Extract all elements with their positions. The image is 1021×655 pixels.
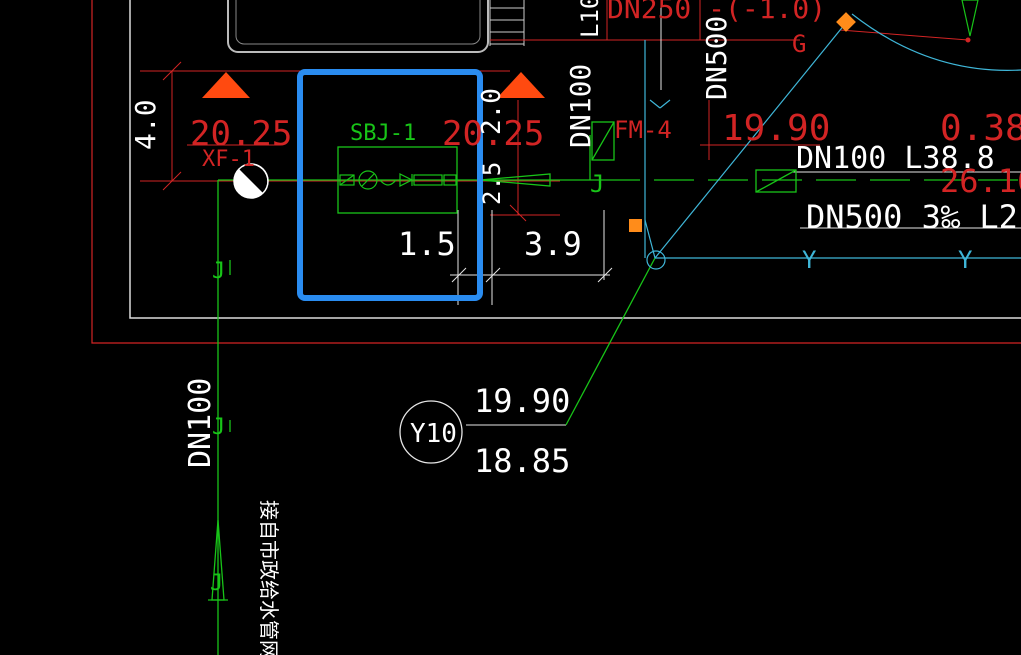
elevation-left-label: 20.25 xyxy=(190,114,292,154)
y-mark-1: Y xyxy=(802,246,817,274)
j-mark-3: J xyxy=(212,415,225,440)
cyan-pipes xyxy=(644,13,1021,270)
dn100-vertical-top-label: DN100 xyxy=(564,64,597,148)
selection-highlight[interactable] xyxy=(297,69,483,301)
dn100-vertical-bottom-label: DN100 xyxy=(183,378,218,468)
dn250-label: DN250 -(-1.0) xyxy=(607,0,826,25)
dimension-2-label: 2.0 xyxy=(477,88,507,135)
sbj-label: SBJ-1 xyxy=(350,121,416,146)
dimension-39-label: 3.9 xyxy=(524,225,582,263)
level-triangle-right xyxy=(497,72,545,98)
dimension-4-label: 4.0 xyxy=(129,99,162,150)
y10-label: Y10 xyxy=(410,419,457,449)
j-mark-1: J xyxy=(590,170,604,198)
municipal-supply-label: 接自市政给水管网 xyxy=(257,500,281,655)
fm4-label: FM-4 xyxy=(614,116,672,144)
elevation-038-label: 0.382 xyxy=(940,108,1021,149)
building-outline xyxy=(91,0,1021,344)
elevation-2616-label: 26.16 xyxy=(940,162,1021,200)
fire-hydrant-icon xyxy=(233,163,269,199)
elevation-1990-label: 19.90 xyxy=(474,382,570,420)
elevation-1990-top-label: 19.90 xyxy=(722,108,830,149)
dn100-l388-label: DN100 L38.8 xyxy=(796,141,995,176)
green-valves xyxy=(591,121,797,193)
dn500-slope-label: DN500 3‰ L21 xyxy=(806,198,1021,236)
xf-label: XF-1 xyxy=(202,147,255,172)
dimension-15-label: 1.5 xyxy=(398,225,456,263)
north-arrow-icon xyxy=(961,0,979,37)
dn500-vertical-label: DN500 xyxy=(700,16,733,100)
elevation-mid-label: 20.25 xyxy=(442,114,544,154)
level-triangle-left xyxy=(202,72,250,98)
g-mark-label: G xyxy=(792,30,806,58)
sbj-device-symbols xyxy=(339,170,457,190)
elevation-1885-label: 18.85 xyxy=(474,442,570,480)
dimension-25-label: 2.5 xyxy=(478,162,506,205)
l10-label: L10 xyxy=(576,0,604,38)
white-dimension-lines xyxy=(399,0,1021,464)
y-mark-2: Y xyxy=(958,246,973,274)
j-mark-4: J xyxy=(210,571,223,596)
j-mark-2: J xyxy=(212,259,225,284)
green-pipes xyxy=(208,135,1021,655)
